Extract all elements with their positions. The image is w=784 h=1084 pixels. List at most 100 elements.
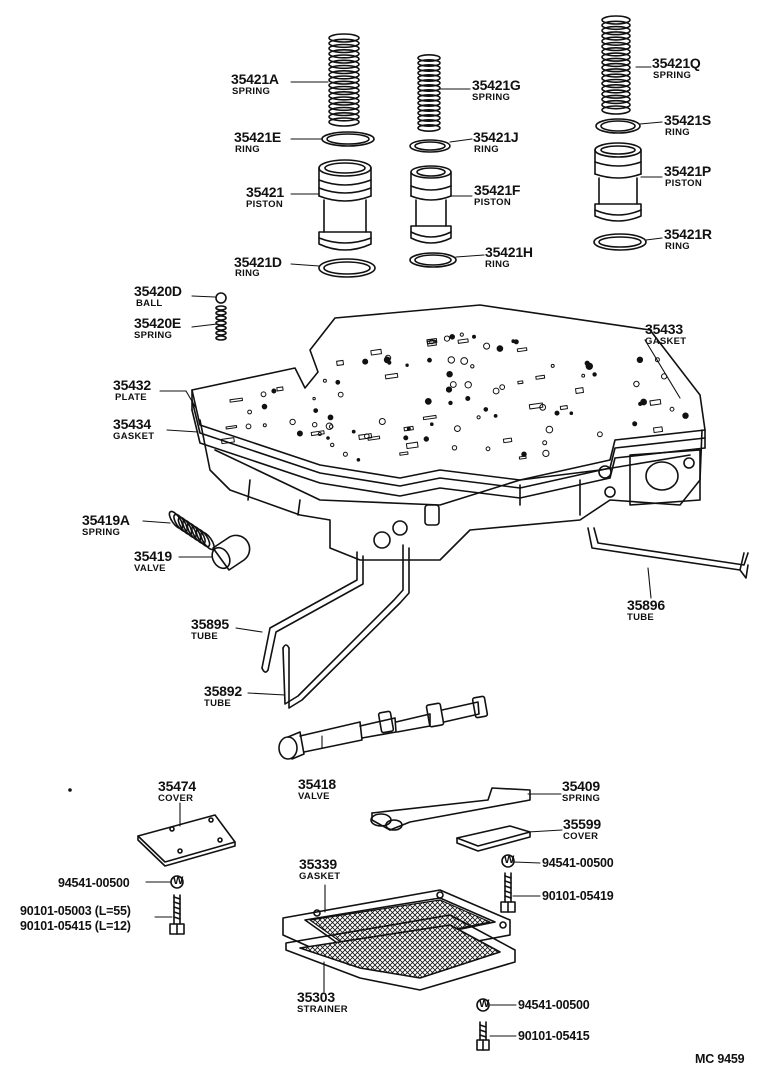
- cover-35474: [137, 814, 236, 867]
- label-35421A-name: SPRING: [232, 86, 271, 97]
- label-35421H-number: 35421H: [485, 244, 533, 260]
- label-35339-number: 35339: [299, 856, 337, 872]
- label-35434-number: 35434: [113, 416, 151, 432]
- label-35421A-number: 35421A: [231, 71, 279, 87]
- label-35421D-name: RING: [235, 268, 260, 279]
- valve-35419: [211, 534, 251, 571]
- label-35420E-name: SPRING: [134, 330, 173, 341]
- spring-35421G: [417, 53, 441, 133]
- ring-35421R: [593, 233, 647, 251]
- label-35419A-name: SPRING: [82, 527, 121, 538]
- label-35421R-name: RING: [665, 241, 690, 252]
- label-35432-name: PLATE: [115, 392, 147, 403]
- label-35895-name: TUBE: [191, 631, 219, 642]
- label-35419-name: VALVE: [134, 563, 166, 574]
- tube-35896: [587, 527, 749, 579]
- gasket-35339: [282, 889, 511, 966]
- ball-35420D: [215, 292, 227, 304]
- label-35421R-number: 35421R: [664, 226, 712, 242]
- label-35599-number: 35599: [563, 816, 601, 832]
- valve-35418: [278, 695, 489, 760]
- label-washer-right-top: 94541-00500: [542, 856, 614, 870]
- label-35421-number: 35421: [246, 184, 284, 200]
- spring-35420E: [215, 305, 227, 341]
- piston-35421P: [594, 142, 642, 222]
- bolt-right-top-icon: [500, 872, 516, 913]
- label-35421E-number: 35421E: [234, 129, 282, 145]
- label-35474-name: COVER: [158, 793, 194, 804]
- spring-35421Q: [601, 15, 631, 115]
- label-35421Q-number: 35421Q: [652, 55, 701, 71]
- ring-35421H: [409, 252, 457, 268]
- bolt-right-bottom-icon: [476, 1021, 490, 1051]
- label-35892-number: 35892: [204, 683, 242, 699]
- label-35432-number: 35432: [113, 377, 151, 393]
- label-bolt-left-2: 90101-05415 (L=12): [20, 919, 131, 933]
- label-35433-number: 35433: [645, 321, 683, 337]
- label-35421S-name: RING: [665, 127, 690, 138]
- leader-lines: [142, 66, 681, 1037]
- ring-35421S: [595, 118, 641, 134]
- label-35896-number: 35896: [627, 597, 665, 613]
- label-35339-name: GASKET: [299, 871, 341, 882]
- spring-35419A: [168, 510, 215, 551]
- label-35896-name: TUBE: [627, 612, 655, 623]
- strainer-35303: [285, 914, 516, 991]
- label-washer-left: 94541-00500: [58, 876, 130, 890]
- label-35421S-number: 35421S: [664, 112, 712, 128]
- label-35895-number: 35895: [191, 616, 229, 632]
- washer-right-bottom-icon: [476, 998, 490, 1012]
- label-35599-name: COVER: [563, 831, 599, 842]
- label-35419-number: 35419: [134, 548, 172, 564]
- washer-right-top-icon: [501, 854, 515, 868]
- label-35420D-name: BALL: [136, 298, 163, 309]
- label-35303-name: STRAINER: [297, 1004, 348, 1015]
- spring-plate-35409: [370, 787, 531, 831]
- washer-mark-right-bottom: W: [479, 998, 490, 1010]
- label-washer-right-bottom: 94541-00500: [518, 998, 590, 1012]
- label-35409-number: 35409: [562, 778, 600, 794]
- tube-35895: [261, 551, 364, 673]
- label-35421P-name: PISTON: [665, 178, 702, 189]
- label-35434-name: GASKET: [113, 431, 155, 442]
- bolt-left-icon: [169, 894, 185, 935]
- label-35433-name: GASKET: [645, 336, 687, 347]
- label-35474-number: 35474: [158, 778, 196, 794]
- spring-35421A: [328, 33, 360, 127]
- label-35409-name: SPRING: [562, 793, 601, 804]
- label-35419A-number: 35419A: [82, 512, 130, 528]
- label-35421G-number: 35421G: [472, 77, 521, 93]
- piston-35421F: [410, 165, 452, 244]
- label-35420D-number: 35420D: [134, 283, 182, 299]
- plate-holes: [220, 332, 689, 462]
- label-35421J-name: RING: [474, 144, 499, 155]
- plate-and-gaskets: [191, 304, 706, 499]
- washer-left-icon: [170, 875, 184, 889]
- washer-mark-right-top: W: [504, 854, 515, 866]
- diagram-code: MC 9459: [695, 1052, 745, 1066]
- piston-35421: [318, 159, 372, 251]
- ring-35421D: [318, 258, 376, 278]
- label-35421P-number: 35421P: [664, 163, 712, 179]
- label-35421D-number: 35421D: [234, 254, 282, 270]
- label-35892-name: TUBE: [204, 698, 232, 709]
- label-bolt-right-bottom: 90101-05415: [518, 1029, 590, 1043]
- label-35418-number: 35418: [298, 776, 336, 792]
- ring-35421J: [409, 139, 451, 153]
- label-35421F-name: PISTON: [474, 197, 511, 208]
- label-35303-number: 35303: [297, 989, 335, 1005]
- label-35421F-number: 35421F: [474, 182, 521, 198]
- label-35421E-name: RING: [235, 144, 260, 155]
- washer-mark-left: W: [173, 875, 184, 887]
- label-35418-name: VALVE: [298, 791, 330, 802]
- label-35421J-number: 35421J: [473, 129, 519, 145]
- label-35421H-name: RING: [485, 259, 510, 270]
- label-35421-name: PISTON: [246, 199, 283, 210]
- label-bolt-right-top: 90101-05419: [542, 889, 614, 903]
- label-35421Q-name: SPRING: [653, 70, 692, 81]
- label-bolt-left-1: 90101-05003 (L=55): [20, 904, 131, 918]
- tube-35892: [282, 544, 410, 709]
- label-35420E-number: 35420E: [134, 315, 182, 331]
